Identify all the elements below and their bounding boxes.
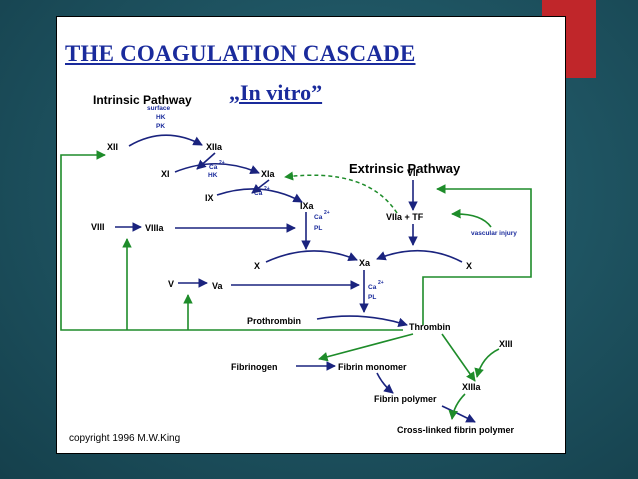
pl-label-1: PL (314, 225, 322, 232)
factor-viii: VIII (91, 222, 105, 232)
factor-v: V (168, 279, 174, 289)
thrombin-to-monomer (318, 333, 414, 362)
arrow-monomer-polymer (376, 372, 394, 394)
factor-viiia: VIIIa (145, 223, 165, 233)
factor-xiia: XIIa (206, 142, 223, 152)
copyright-text: copyright 1996 M.W.King (69, 433, 181, 444)
ca-charge-1: 2+ (219, 160, 225, 166)
factor-x-right: X (466, 261, 472, 271)
arc-x-xa-right (376, 249, 463, 263)
pl-label-2: PL (368, 294, 376, 301)
factor-xii: XII (107, 142, 118, 152)
slide-title: THE COAGULATION CASCADE (65, 41, 416, 66)
slide-panel: THE COAGULATION CASCADE Intrinsic Pathwa… (56, 16, 566, 454)
feedback-loop-right (422, 184, 532, 325)
hk-label: HK (156, 114, 166, 121)
arc-xi-xia (174, 162, 260, 175)
vascular-injury-label: vascular injury (471, 230, 517, 237)
arc-x-xa-left (265, 250, 358, 263)
factor-xiiia: XIIIa (462, 382, 482, 392)
arrow-xia-down (251, 179, 270, 194)
factor-xiii: XIII (499, 339, 513, 349)
ca-charge-3: 2+ (324, 210, 330, 216)
vascular-injury-arrow (451, 208, 492, 228)
ca-label-3: Ca (314, 214, 323, 221)
cross-linked-fibrin-label: Cross-linked fibrin polymer (397, 425, 515, 435)
factor-vii: VII (407, 168, 418, 178)
xiii-to-xiiia (474, 348, 500, 378)
thrombin-to-xiiia (441, 333, 476, 382)
extrinsic-pathway-label: Extrinsic Pathway (349, 161, 461, 176)
factor-xi: XI (161, 169, 170, 179)
factor-va: Va (212, 281, 224, 291)
factor-ixa: IXa (300, 201, 315, 211)
fibrin-monomer-label: Fibrin monomer (338, 362, 407, 372)
in-vitro-label: „In vitro” (229, 80, 323, 105)
pk-label: PK (156, 123, 165, 130)
arrow-xiia-down (196, 152, 216, 170)
coagulation-diagram: surface HK PK Ca 2+ HK Ca 2+ Ca 2+ PL Ca… (60, 105, 532, 435)
xiiia-to-crosslink (448, 393, 466, 420)
surface-label: surface (147, 105, 171, 112)
ca-label-1: Ca (209, 164, 218, 171)
hk-label-2: HK (208, 172, 218, 179)
ca-label-4: Ca (368, 284, 377, 291)
arc-xii-xiia (128, 134, 203, 147)
ca-charge-2: 2+ (264, 186, 270, 192)
factor-x-left: X (254, 261, 260, 271)
thrombin-label: Thrombin (409, 322, 451, 332)
dashed-feedback-arc (284, 171, 398, 214)
arrow-polymer-crosslinked (441, 405, 476, 423)
factor-xia: XIa (261, 169, 276, 179)
ca-charge-4: 2+ (378, 280, 384, 286)
factor-ix: IX (205, 193, 214, 203)
fibrin-polymer-label: Fibrin polymer (374, 394, 437, 404)
factor-viia-tf: VIIa + TF (386, 212, 424, 222)
arc-prothrombin-thrombin (316, 315, 408, 328)
intrinsic-pathway-label: Intrinsic Pathway (93, 93, 192, 107)
prothrombin-label: Prothrombin (247, 316, 301, 326)
feedback-loop-left (60, 150, 403, 331)
factor-xa: Xa (359, 258, 371, 268)
fibrinogen-label: Fibrinogen (231, 362, 278, 372)
